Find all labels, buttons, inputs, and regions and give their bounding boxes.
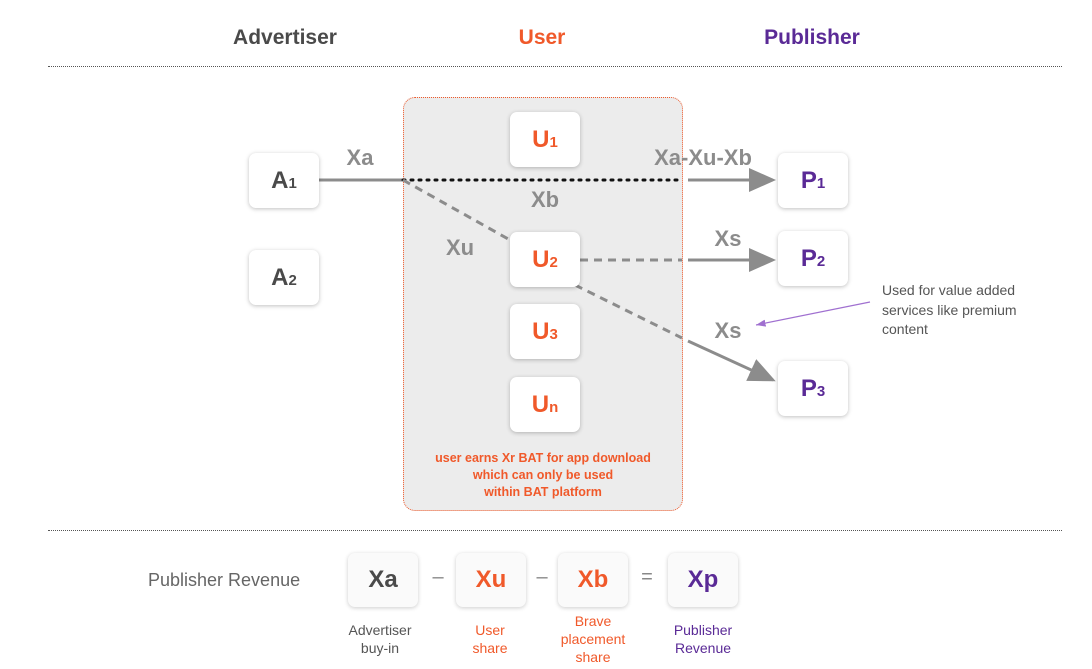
- node-letter: U: [532, 125, 550, 153]
- node-letter: P: [800, 166, 817, 194]
- caption-line: Brave: [574, 613, 612, 629]
- equals-operator: =: [641, 566, 653, 588]
- note-line: within BAT platform: [484, 485, 602, 499]
- node-letter: U: [532, 245, 550, 273]
- node-sub: n: [549, 399, 559, 416]
- minus-operator: –: [536, 566, 548, 588]
- node-letter: U: [532, 317, 550, 345]
- top-divider: [48, 66, 1062, 67]
- caption-line: buy-in: [360, 640, 400, 656]
- caption-line: Advertiser: [348, 622, 412, 638]
- node-letter: A: [271, 263, 289, 291]
- node-letter: P: [800, 244, 817, 272]
- node-sub: 1: [816, 175, 826, 192]
- flow-label-net: Xa-Xu-Xb: [654, 145, 752, 170]
- value-added-annotation: Used for value added services like premi…: [882, 281, 1052, 340]
- node-sub: 1: [288, 175, 297, 192]
- node-sub: 2: [549, 254, 558, 271]
- flow-label-xu: Xu: [445, 235, 475, 260]
- bottom-divider: [48, 530, 1062, 531]
- annotation-line: services like premium: [882, 301, 1017, 318]
- caption-line: User: [475, 622, 505, 638]
- p3-arrow: [687, 339, 776, 382]
- annotation-line: content: [882, 321, 928, 337]
- caption-brave: Brave placement share: [538, 612, 648, 666]
- xu-dashed-line: [402, 178, 511, 242]
- formula-term-xp: Xp: [668, 553, 738, 607]
- advertiser-header: Advertiser: [233, 26, 337, 49]
- minus-operator: –: [432, 566, 444, 588]
- node-letter: A: [271, 166, 289, 194]
- u2-p3-dashed-line: [574, 283, 683, 340]
- flow-label-xb: Xb: [530, 187, 560, 212]
- caption-line: share: [472, 640, 508, 656]
- node-sub: 2: [288, 272, 297, 289]
- formula-term-xa: Xa: [348, 553, 418, 607]
- formula-term-xu: Xu: [456, 553, 526, 607]
- note-line: user earns Xr BAT for app download: [435, 451, 651, 465]
- node-letter: P: [800, 374, 817, 402]
- node-letter: U: [531, 390, 550, 418]
- node-sub: 2: [816, 253, 826, 270]
- flow-label-xa: Xa: [346, 145, 374, 170]
- formula-label: Publisher Revenue: [148, 570, 301, 590]
- flow-label-xs-p3: Xs: [714, 318, 742, 343]
- node-sub: 1: [549, 134, 558, 151]
- annotation-line: Used for value added: [882, 282, 1016, 298]
- annotation-arrow: [755, 301, 871, 327]
- caption-user: User share: [435, 621, 545, 657]
- caption-line: share: [575, 649, 611, 665]
- caption-line: Revenue: [674, 640, 732, 656]
- node-sub: 3: [549, 326, 558, 343]
- flow-label-xs-p2: Xs: [714, 226, 742, 251]
- caption-advertiser: Advertiser buy-in: [325, 621, 435, 657]
- caption-line: Publisher: [673, 622, 733, 638]
- note-line: which can only be used: [472, 468, 614, 482]
- formula-term-xb: Xb: [558, 553, 628, 607]
- user-header: User: [518, 26, 566, 49]
- user-note: user earns Xr BAT for app download which…: [403, 450, 683, 501]
- node-sub: 3: [816, 383, 826, 400]
- caption-line: placement: [560, 631, 626, 647]
- publisher-header: Publisher: [764, 26, 860, 49]
